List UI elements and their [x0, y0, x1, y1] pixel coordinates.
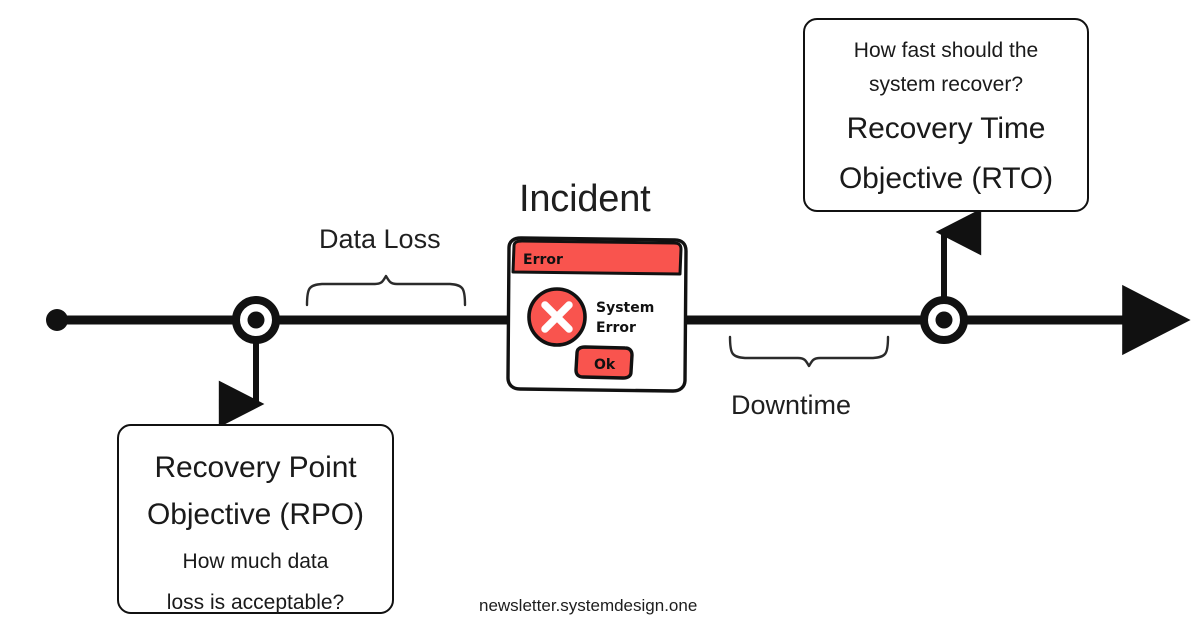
rpo-title-line1: Recovery Point	[154, 451, 357, 484]
dialog-message-line1: System	[596, 300, 654, 316]
dialog-titlebar-text: Error	[523, 252, 563, 268]
rpo-question-line1: How much data	[182, 549, 329, 573]
downtime-label: Downtime	[731, 390, 852, 420]
rto-callout-box[interactable]: How fast should the system recover? Reco…	[803, 18, 1089, 212]
rto-marker[interactable]	[920, 208, 982, 344]
data-loss-label: Data Loss	[319, 224, 441, 254]
rto-marker-dot	[935, 311, 953, 329]
footer-attribution: newsletter.systemdesign.one	[479, 596, 698, 615]
dialog-ok-button-label: Ok	[594, 357, 616, 373]
rpo-marker-dot	[247, 311, 265, 329]
rto-title-line2: Objective (RTO)	[838, 161, 1054, 195]
rpo-title-line2: Objective (RPO)	[147, 498, 364, 532]
rto-question-line2: system recover?	[868, 72, 1024, 96]
dialog-window-frame	[506, 236, 688, 393]
rpo-question-line2: loss is acceptable?	[166, 591, 345, 615]
dialog-ok-button[interactable]: Ok	[574, 345, 634, 380]
error-dialog-illustration: Error System Error Ok	[501, 234, 693, 396]
error-dialog-svg: Error System Error Ok	[506, 236, 688, 393]
rpo-callout-box[interactable]: Recovery Point Objective (RPO) How much …	[117, 424, 394, 614]
dialog-titlebar	[511, 239, 683, 276]
data-loss-brace	[305, 274, 467, 307]
dialog-message-line2: Error	[596, 320, 636, 336]
downtime-brace	[728, 335, 890, 368]
timeline-start-dot	[46, 309, 68, 331]
incident-label: Incident	[519, 178, 651, 220]
error-x-circle-icon	[527, 287, 587, 347]
rto-title-line1: Recovery Time	[846, 112, 1046, 146]
rpo-marker[interactable]	[218, 296, 280, 428]
rto-question-line1: How fast should the	[853, 39, 1039, 62]
